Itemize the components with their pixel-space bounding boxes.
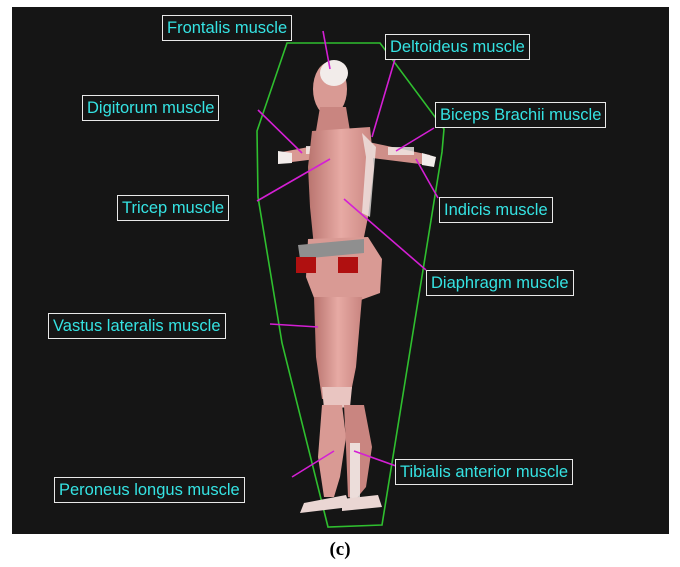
label-diaphragm: Diaphragm muscle xyxy=(426,270,574,296)
thigh xyxy=(314,297,362,399)
muscle-figure xyxy=(278,60,436,513)
label-deltoideus: Deltoideus muscle xyxy=(385,34,530,60)
label-tibialis: Tibialis anterior muscle xyxy=(395,459,573,485)
foot-right xyxy=(342,495,382,511)
left-hand xyxy=(278,151,292,164)
label-vastus: Vastus lateralis muscle xyxy=(48,313,226,339)
pelvis-marker-right xyxy=(338,257,358,273)
leader-vastus xyxy=(270,324,318,327)
label-indicis: Indicis muscle xyxy=(439,197,553,223)
leader-digitorum xyxy=(258,110,302,153)
skull-cap xyxy=(320,60,348,86)
label-biceps: Biceps Brachii muscle xyxy=(435,102,606,128)
leader-deltoideus xyxy=(372,59,395,137)
label-frontalis: Frontalis muscle xyxy=(162,15,292,41)
figure-caption: (c) xyxy=(0,539,680,561)
calf-back xyxy=(318,405,346,497)
label-peroneus: Peroneus longus muscle xyxy=(54,477,245,503)
leader-biceps xyxy=(396,128,434,151)
label-tricep: Tricep muscle xyxy=(117,195,229,221)
right-hand xyxy=(422,153,436,167)
neck xyxy=(316,107,350,131)
anatomy-viewport: Frontalis muscle Deltoideus muscle Digit… xyxy=(12,7,669,534)
pelvis-marker-left xyxy=(296,257,316,273)
label-digitorum: Digitorum muscle xyxy=(82,95,219,121)
